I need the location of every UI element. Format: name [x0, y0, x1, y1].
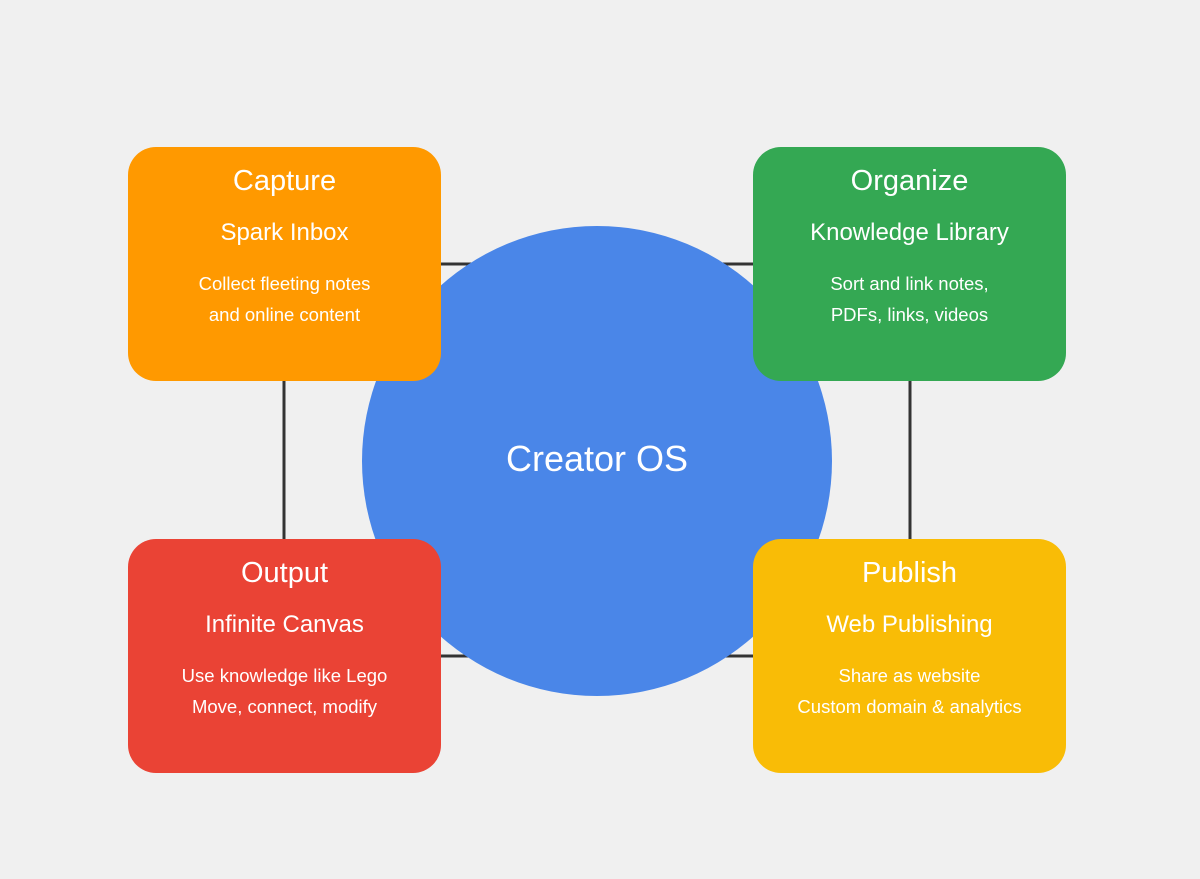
card-description-line: and online content [208, 304, 361, 325]
card-description-line: PDFs, links, videos [830, 304, 989, 325]
card-subtitle: Web Publishing [826, 611, 993, 638]
card-title: Capture [232, 165, 337, 197]
card-description: Share as website Custom domain & analyti… [753, 660, 1066, 722]
card-capture: Capture Spark Inbox Collect fleeting not… [128, 147, 441, 381]
card-description-line: Collect fleeting notes [198, 273, 371, 294]
card-publish: Publish Web Publishing Share as website … [753, 539, 1066, 773]
card-title: Organize [850, 165, 969, 197]
card-organize: Organize Knowledge Library Sort and link… [753, 147, 1066, 381]
card-description-line: Sort and link notes, [830, 273, 989, 294]
card-title: Publish [861, 557, 958, 589]
hub-label: Creator OS [505, 438, 689, 479]
card-description-line: Custom domain & analytics [797, 696, 1022, 717]
card-description-line: Share as website [838, 665, 981, 686]
card-description-line: Use knowledge like Lego [181, 665, 388, 686]
card-description: Collect fleeting notes and online conten… [128, 268, 441, 330]
card-description-line: Move, connect, modify [191, 696, 378, 717]
card-description: Use knowledge like Lego Move, connect, m… [128, 660, 441, 722]
card-subtitle: Knowledge Library [810, 219, 1009, 246]
card-title: Output [240, 557, 329, 589]
card-description: Sort and link notes, PDFs, links, videos [753, 268, 1066, 330]
card-output: Output Infinite Canvas Use knowledge lik… [128, 539, 441, 773]
card-subtitle: Infinite Canvas [205, 611, 364, 638]
card-subtitle: Spark Inbox [220, 219, 349, 246]
